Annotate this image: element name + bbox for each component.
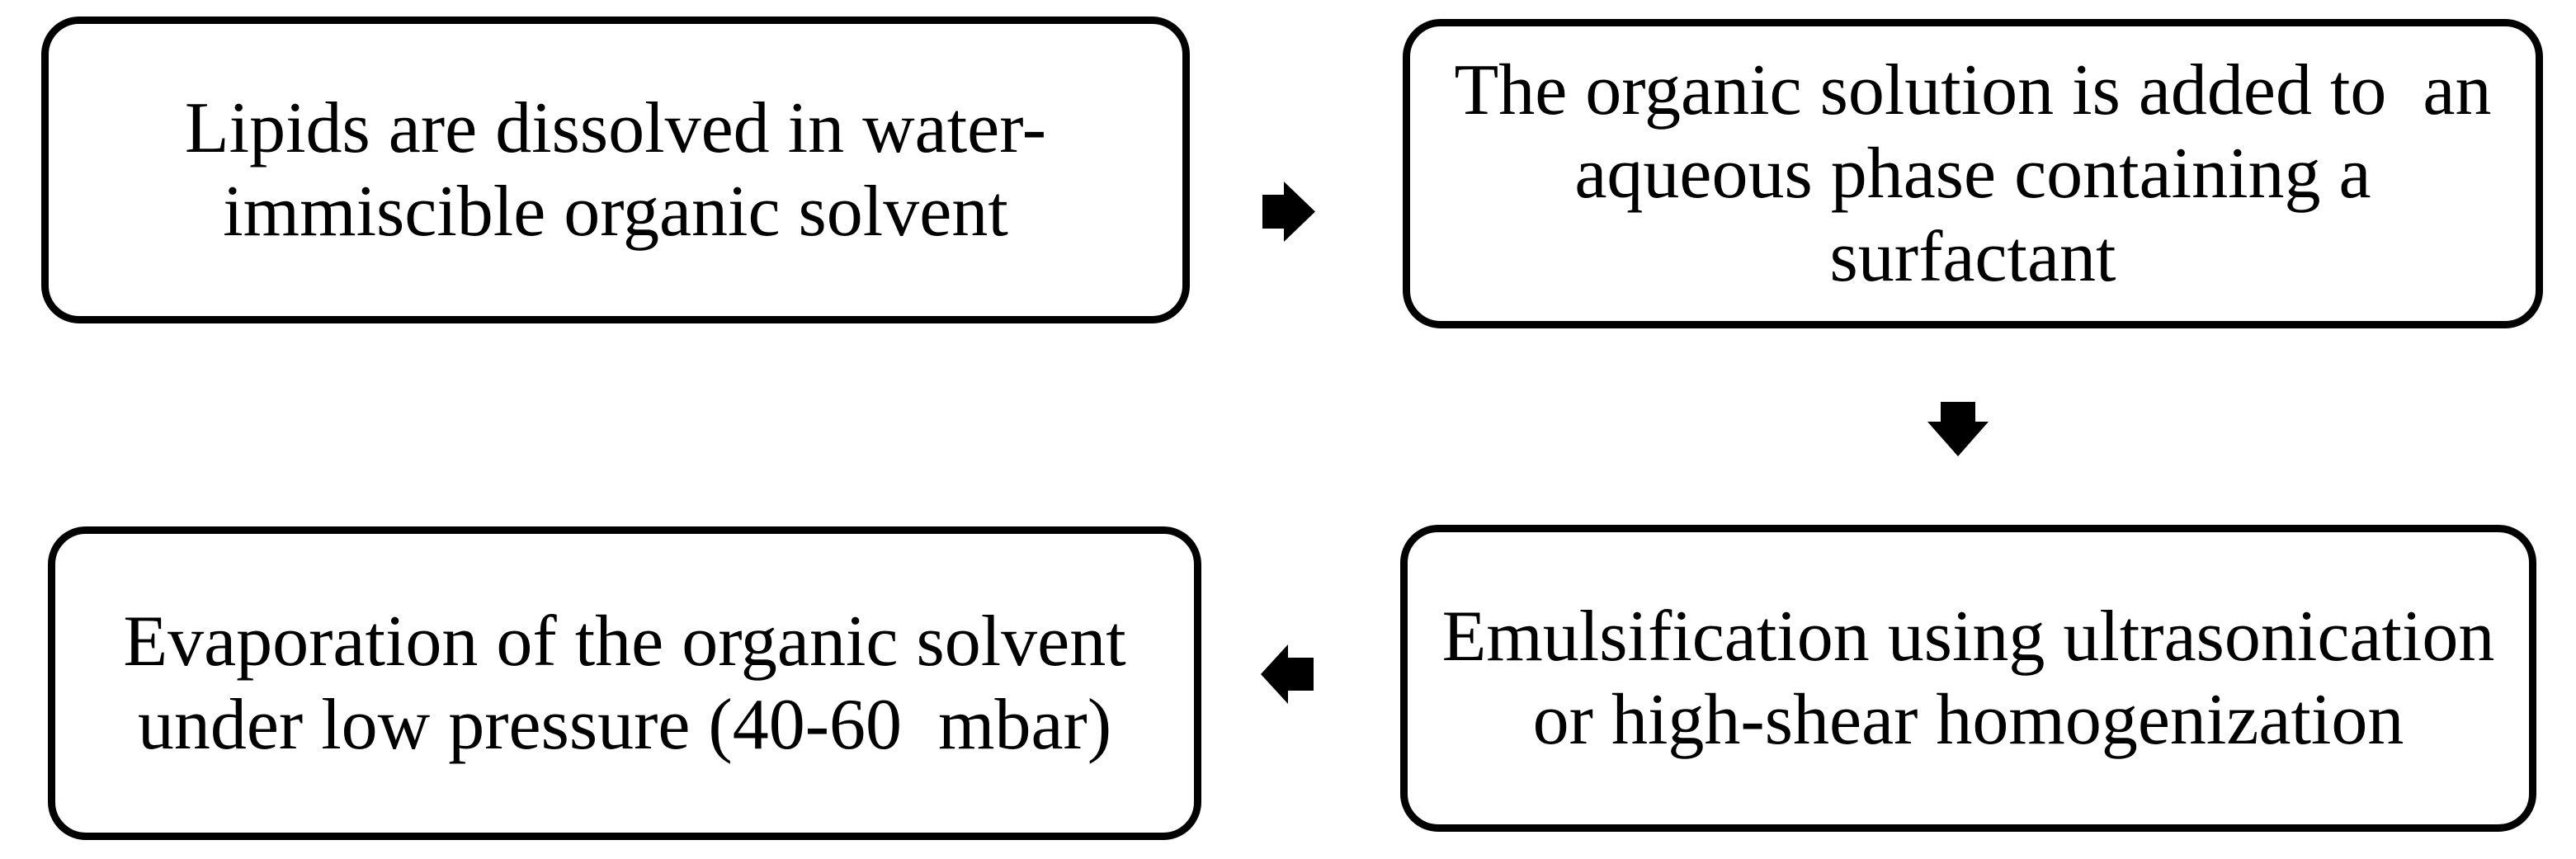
flow-step-1-box: Lipids are dissolved in water- immiscibl… bbox=[41, 17, 1190, 323]
arrow-left-icon bbox=[1261, 644, 1314, 704]
flow-step-3-text: Emulsification using ultrasonication or … bbox=[1441, 596, 2495, 760]
flow-step-4-box: Evaporation of the organic solvent under… bbox=[48, 526, 1201, 840]
flow-step-1-text: Lipids are dissolved in water- immiscibl… bbox=[184, 87, 1047, 252]
flow-step-2-text: The organic solution is added to an aque… bbox=[1454, 50, 2492, 298]
flow-step-2-box: The organic solution is added to an aque… bbox=[1403, 19, 2543, 328]
arrow-right-shape bbox=[1262, 182, 1315, 242]
arrow-down-icon bbox=[1927, 402, 1989, 456]
flow-step-4-text: Evaporation of the organic solvent under… bbox=[123, 601, 1126, 765]
arrow-left-shape bbox=[1261, 644, 1314, 704]
arrow-down-shape bbox=[1927, 402, 1989, 456]
arrow-right-icon bbox=[1262, 182, 1315, 242]
flow-step-3-box: Emulsification using ultrasonication or … bbox=[1400, 525, 2536, 832]
